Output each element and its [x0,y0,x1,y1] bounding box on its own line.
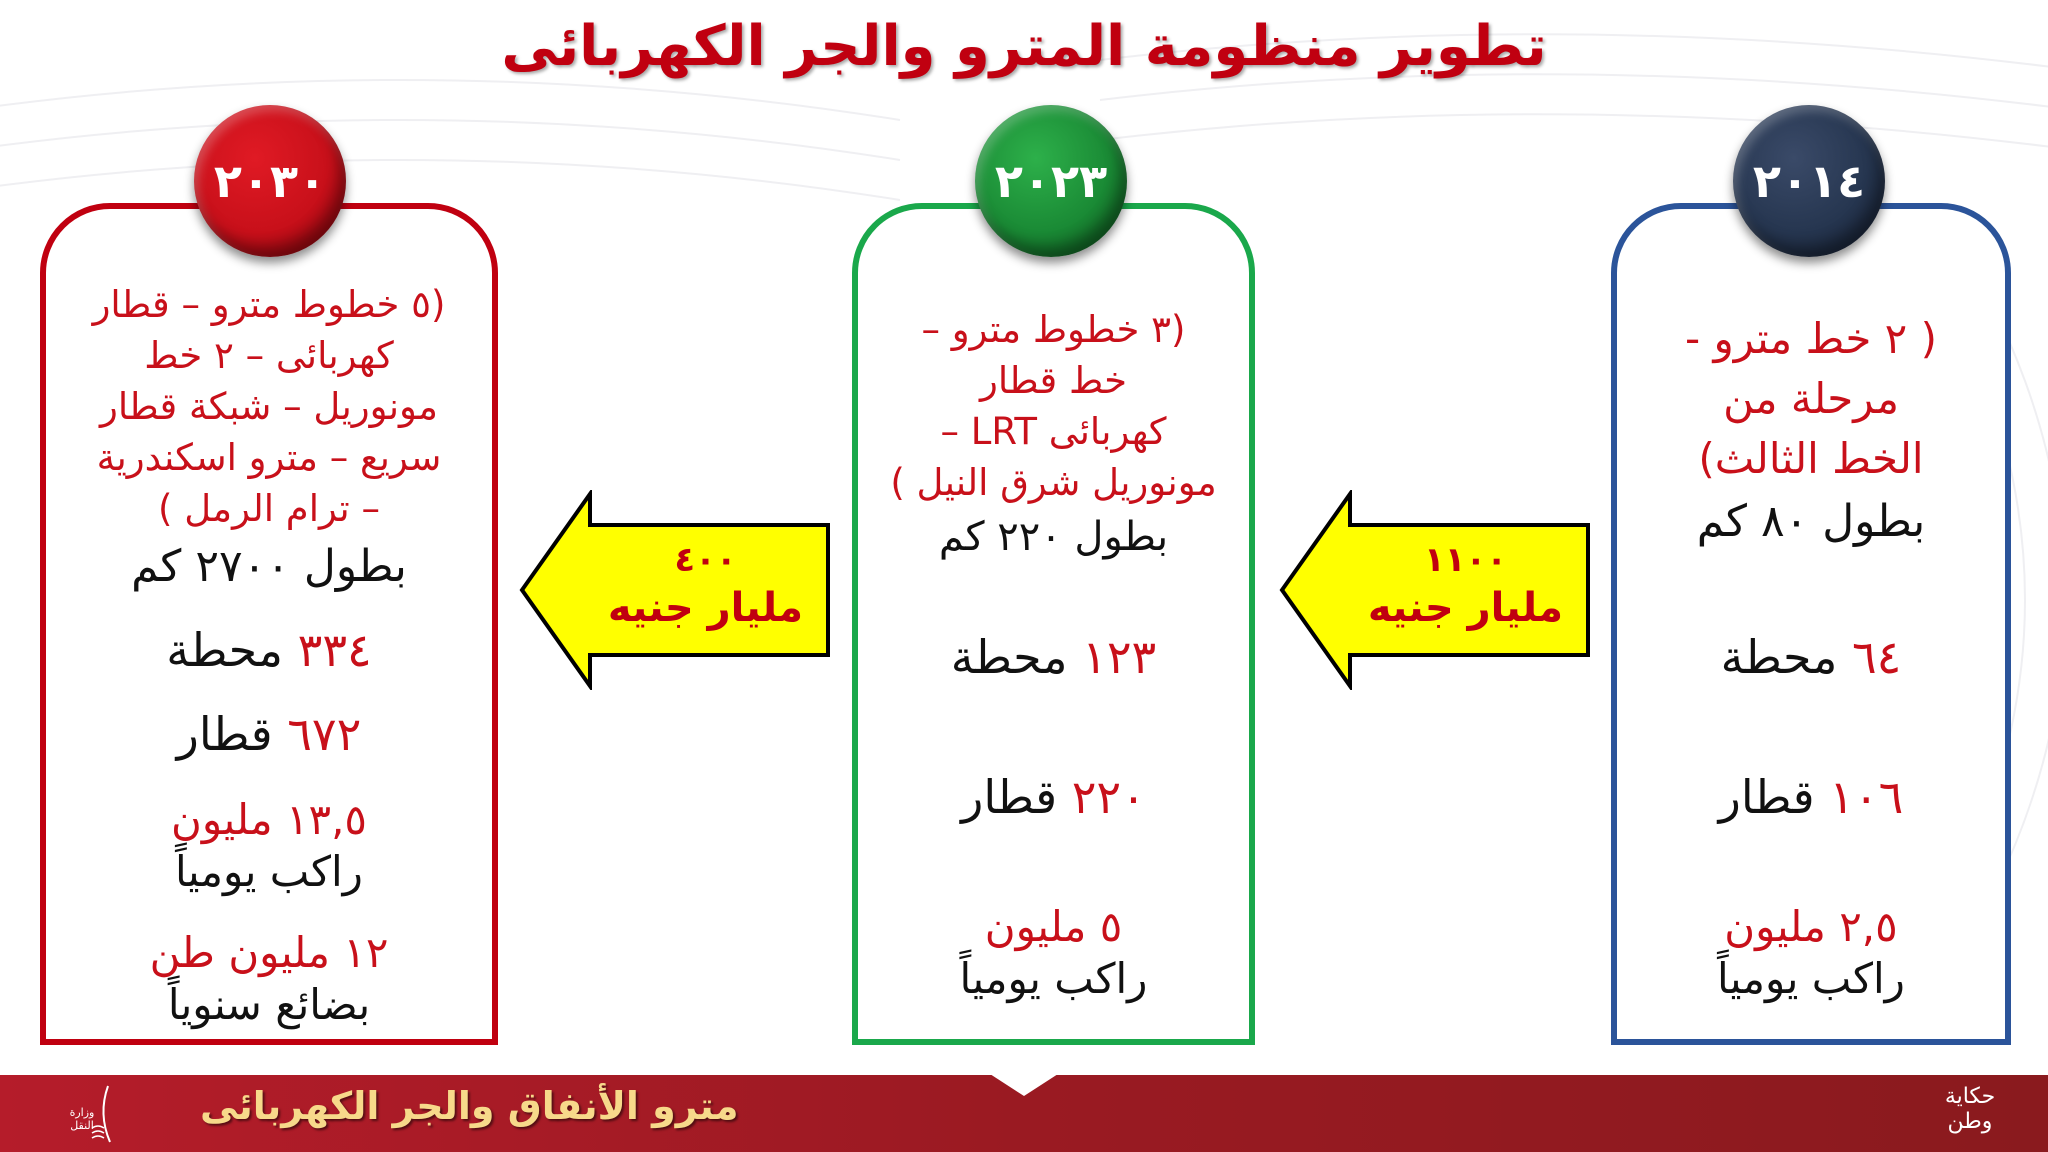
trains-label: قطار [1718,770,1815,824]
desc-line: خط قطار [980,359,1127,402]
trains-label: قطار [176,707,273,761]
riders-label: راكب يومياً [175,847,363,896]
desc-line: الخط الثالث) [1698,434,1924,483]
riders-count: ٢,٥ مليون [1724,902,1898,951]
trains-count: ٢٢٠ [1071,770,1146,824]
desc-line: مونوريل – شبكة قطار [100,385,438,428]
stations-label: محطة [166,623,283,677]
stations-count: ٦٤ [1851,630,1902,684]
card-2014-stations: ٦٤ محطة [1627,629,1995,685]
page-title: تطوير منظومة المترو والجر الكهربائى [501,14,1547,79]
card-2023-riders: ٥ مليون راكب يومياً [868,901,1239,1005]
card-2014-trains: ١٠٦ قطار [1627,769,1995,825]
ministry-logo-icon [91,1085,111,1143]
hekayet-watan-logo: حكاية وطن [1930,1084,2010,1144]
card-2023: (٣ خطوط مترو – خط قطار كهربائى LRT – مون… [852,203,1255,1045]
card-2014-riders: ٢,٥ مليون راكب يومياً [1627,901,1995,1005]
desc-line: – ترام الرمل ) [158,487,380,530]
year-badge-2030: ٢٠٣٠ [194,105,346,257]
year-label: ٢٠١٤ [1752,154,1866,208]
investment-arrow-2023-2030: ٤٠٠ مليار جنيه [518,490,833,690]
riders-count: ١٣,٥ مليون [171,795,367,844]
card-2014-description: ( ٢ خط مترو - مرحلة من الخط الثالث) [1627,309,1995,489]
ministry-of-transport-logo: وزارة النقل [58,1084,128,1144]
card-2030-riders: ١٣,٥ مليون راكب يومياً [56,794,482,898]
card-2030-cargo: ١٢ مليون طن بضائع سنوياً [56,927,482,1031]
desc-line: (٣ خطوط مترو – [921,308,1186,351]
stations-count: ١٢٣ [1082,630,1157,684]
investment-amount: ١١٠٠ [1423,540,1507,580]
riders-label: راكب يومياً [959,954,1148,1003]
card-2023-length: بطول ٢٢٠ كم [938,514,1169,560]
card-2030-description: (٥ خطوط مترو – قطار كهربائى – ٢ خط مونور… [56,279,482,534]
year-label: ٢٠٢٣ [994,154,1108,208]
cargo-label: بضائع سنوياً [167,980,371,1029]
trains-label: قطار [961,770,1058,824]
desc-line: (٥ خطوط مترو – قطار [92,283,446,326]
logo-text: حكاية وطن [1944,1084,1996,1134]
trains-count: ٦٧٢ [287,707,362,761]
card-2030-trains: ٦٧٢ قطار [56,706,482,762]
year-badge-2014: ٢٠١٤ [1733,105,1885,257]
card-2030-length: بطول ٢٧٠٠ كم [131,541,407,592]
desc-line: كهربائى – ٢ خط [144,334,394,377]
card-2023-stations: ١٢٣ محطة [868,629,1239,685]
trains-count: ١٠٦ [1829,770,1904,824]
stations-label: محطة [1720,630,1838,684]
year-badge-2023: ٢٠٢٣ [975,105,1127,257]
riders-count: ٥ مليون [984,902,1123,951]
card-2030-stations: ٣٣٤ محطة [56,622,482,678]
card-2023-description: (٣ خطوط مترو – خط قطار كهربائى LRT – مون… [868,304,1239,508]
cargo-amount: ١٢ مليون طن [149,928,389,977]
stations-count: ٣٣٤ [297,623,372,677]
card-2014-length: بطول ٨٠ كم [1696,496,1926,547]
arrow-left-icon [1279,490,1590,690]
card-2014: ( ٢ خط مترو - مرحلة من الخط الثالث) بطول… [1611,203,2011,1045]
desc-line: كهربائى LRT – [940,410,1167,453]
riders-label: راكب يومياً [1717,954,1905,1003]
desc-line: مرحلة من [1723,374,1899,423]
investment-arrow-2014-2023: ١١٠٠ مليار جنيه [1278,490,1593,690]
investment-unit: مليار جنيه [1367,585,1564,631]
desc-line: مونوريل شرق النيل ) [890,461,1217,504]
card-2023-trains: ٢٢٠ قطار [868,769,1239,825]
ministry-logo-text: وزارة النقل [69,1106,95,1132]
footer-notch [990,1074,1058,1096]
investment-unit: مليار جنيه [607,585,804,631]
desc-line: ( ٢ خط مترو - [1685,314,1937,363]
year-label: ٢٠٣٠ [213,154,327,208]
investment-amount: ٤٠٠ [674,540,737,580]
stations-label: محطة [950,630,1068,684]
arrow-left-icon [519,490,830,690]
footer-title: مترو الأنفاق والجر الكهربائى [200,1084,739,1128]
desc-line: سريع – مترو اسكندرية [96,436,442,479]
card-2030: (٥ خطوط مترو – قطار كهربائى – ٢ خط مونور… [40,203,498,1045]
